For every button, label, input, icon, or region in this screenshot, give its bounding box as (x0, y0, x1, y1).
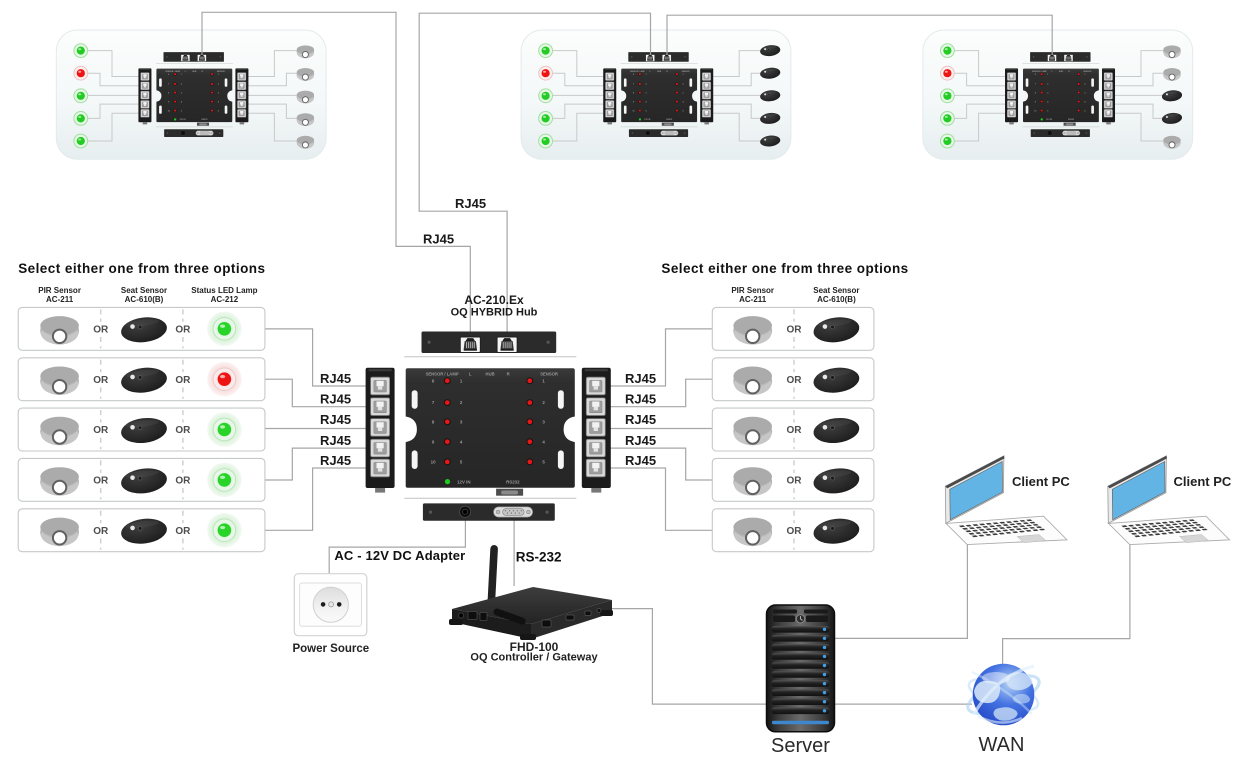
svg-text:RJ45: RJ45 (625, 392, 656, 407)
svg-text:RJ45: RJ45 (320, 412, 351, 427)
svg-text:RJ45: RJ45 (320, 433, 351, 448)
svg-text:RJ45: RJ45 (625, 433, 656, 448)
svg-text:WAN: WAN (979, 734, 1025, 756)
svg-text:OR: OR (93, 526, 109, 537)
svg-text:AC-211: AC-211 (46, 295, 74, 304)
svg-text:PIR Sensor: PIR Sensor (38, 286, 81, 295)
svg-text:RS-232: RS-232 (516, 549, 562, 564)
svg-text:RJ45: RJ45 (625, 453, 656, 468)
svg-text:AC-610(B): AC-610(B) (125, 295, 164, 304)
svg-text:AC - 12V DC Adapter: AC - 12V DC Adapter (334, 548, 465, 563)
svg-text:OR: OR (93, 375, 109, 386)
svg-text:Client PC: Client PC (1012, 474, 1070, 489)
svg-text:AC-610(B): AC-610(B) (817, 295, 856, 304)
svg-text:OR: OR (787, 375, 803, 386)
svg-text:OR: OR (787, 476, 803, 487)
svg-text:OQ HYBRID Hub: OQ HYBRID Hub (451, 307, 538, 319)
svg-text:Power Source: Power Source (292, 643, 369, 655)
svg-text:Select either one from three o: Select either one from three options (18, 261, 265, 276)
svg-text:OR: OR (787, 526, 803, 537)
svg-text:RJ45: RJ45 (320, 453, 351, 468)
svg-text:Select either one from three o: Select either one from three options (661, 261, 908, 276)
svg-text:OQ Controller / Gateway: OQ Controller / Gateway (470, 652, 598, 664)
svg-text:OR: OR (787, 425, 803, 436)
svg-text:PIR Sensor: PIR Sensor (731, 286, 774, 295)
svg-text:OR: OR (93, 425, 109, 436)
svg-text:RJ45: RJ45 (455, 196, 486, 211)
svg-text:OR: OR (175, 425, 191, 436)
svg-text:RJ45: RJ45 (320, 392, 351, 407)
svg-text:OR: OR (787, 324, 803, 335)
svg-text:OR: OR (175, 476, 191, 487)
svg-text:AC-210.Ex: AC-210.Ex (464, 293, 524, 307)
svg-text:RJ45: RJ45 (320, 371, 351, 386)
svg-text:FHD-100: FHD-100 (510, 640, 559, 654)
svg-text:Client PC: Client PC (1174, 474, 1232, 489)
svg-text:RJ45: RJ45 (625, 412, 656, 427)
svg-text:RJ45: RJ45 (423, 231, 454, 246)
svg-text:Seat Sensor: Seat Sensor (813, 286, 859, 295)
svg-text:RJ45: RJ45 (625, 371, 656, 386)
svg-text:AC-212: AC-212 (211, 295, 239, 304)
svg-text:OR: OR (93, 324, 109, 335)
svg-text:Seat Sensor: Seat Sensor (121, 286, 167, 295)
svg-text:OR: OR (175, 375, 191, 386)
svg-text:OR: OR (93, 476, 109, 487)
svg-text:AC-211: AC-211 (739, 295, 767, 304)
svg-text:Status LED Lamp: Status LED Lamp (191, 286, 257, 295)
svg-text:OR: OR (175, 324, 191, 335)
svg-text:OR: OR (175, 526, 191, 537)
svg-text:Server: Server (771, 735, 830, 757)
